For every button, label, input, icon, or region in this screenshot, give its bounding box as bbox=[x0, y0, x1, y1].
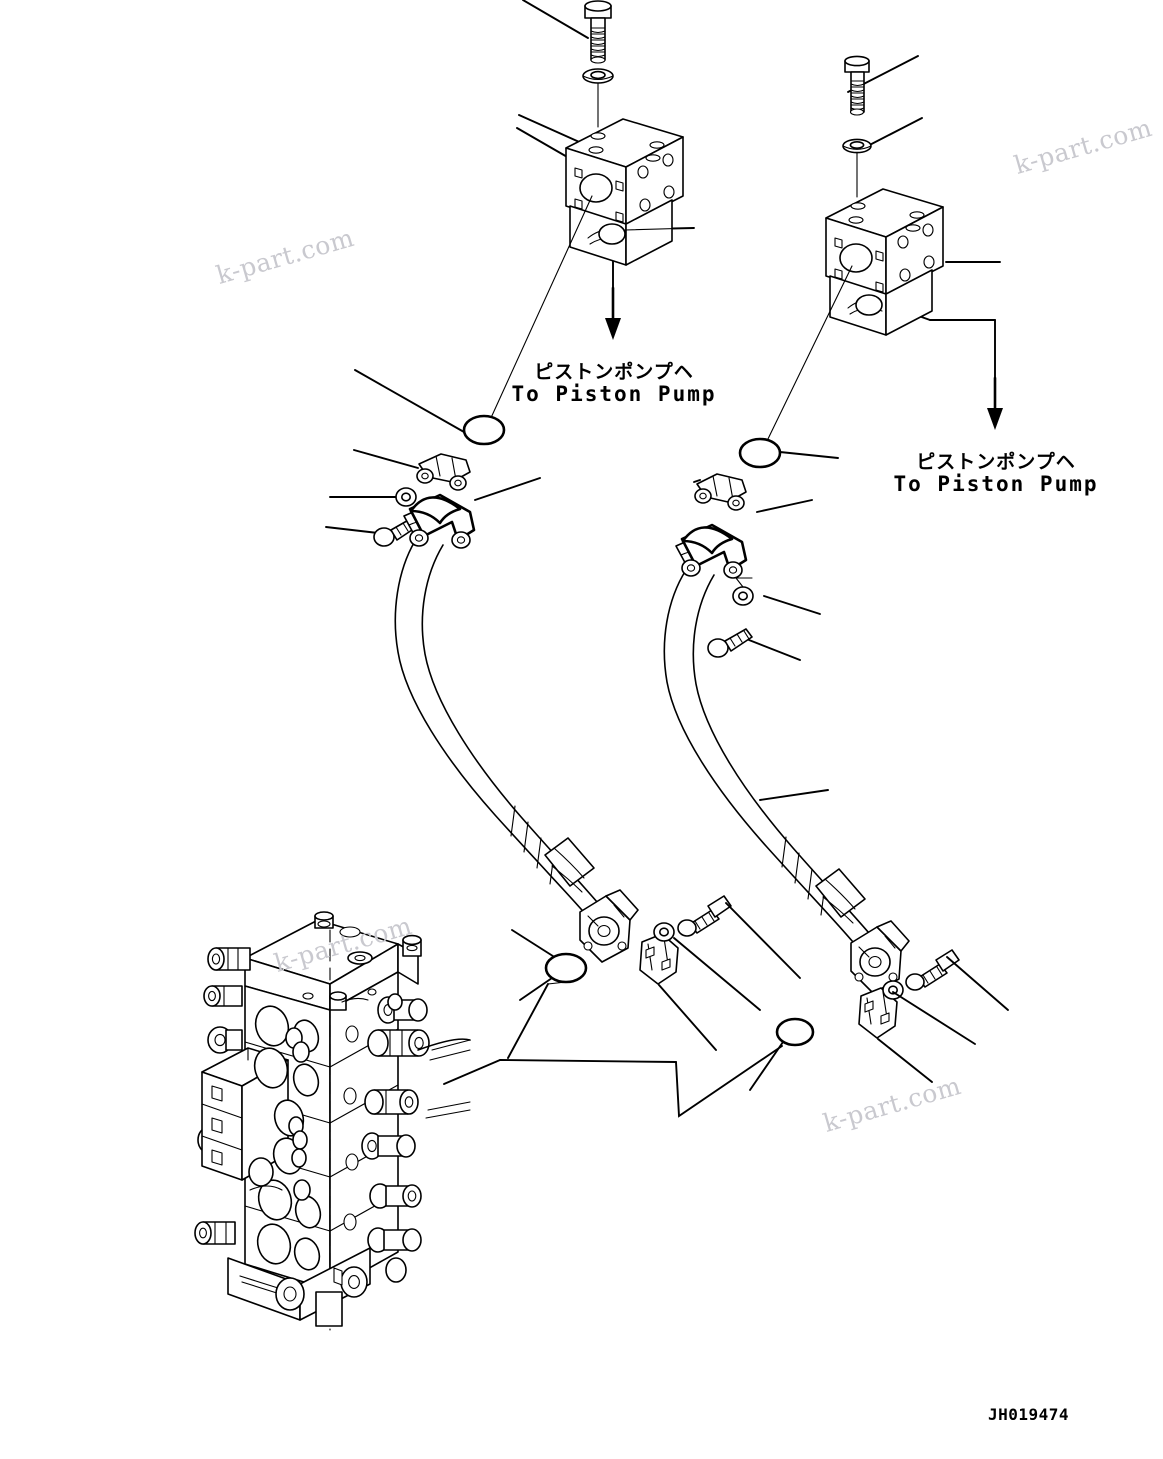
leader-lines-left-hose-top bbox=[325, 449, 541, 534]
hydraulic-hose-left bbox=[394, 493, 613, 921]
oring-mid-right bbox=[738, 437, 839, 469]
drawing-number: JH019474 bbox=[988, 1405, 1070, 1424]
oring-upper-right bbox=[855, 294, 883, 316]
oring-upper-left bbox=[598, 223, 695, 245]
callout-label-jp: ピストンポンプヘ bbox=[534, 361, 694, 383]
leader-valve-connection bbox=[443, 981, 783, 1118]
oring-lower-left bbox=[519, 952, 588, 1001]
valve-block-left bbox=[489, 118, 684, 421]
washer-lower-left bbox=[653, 922, 675, 942]
washer-hose-right bbox=[732, 577, 754, 606]
oring-mid-left bbox=[354, 369, 506, 446]
washer-left bbox=[582, 68, 614, 84]
arrow-to-piston-pump-left bbox=[605, 286, 621, 340]
leader-lines-right-hose-top bbox=[693, 479, 829, 801]
valve-front-ports bbox=[248, 1005, 322, 1271]
callout-to-piston-pump-right: ピストンポンプヘ To Piston Pump bbox=[893, 451, 1099, 497]
bolt-left bbox=[584, 0, 612, 64]
washer-right bbox=[842, 138, 872, 154]
hose-clamp-half-right bbox=[694, 473, 747, 511]
bolt-right bbox=[844, 55, 870, 116]
oring-lower-right bbox=[749, 1017, 815, 1091]
valve-linkage-rods bbox=[417, 1038, 471, 1119]
bolt-lower-left bbox=[677, 895, 732, 937]
hydraulic-hose-right bbox=[663, 523, 884, 951]
callout-label-en: To Piston Pump bbox=[893, 472, 1099, 497]
bolt-lower-right bbox=[905, 949, 960, 991]
control-valve-assembly bbox=[194, 911, 471, 1331]
leader-lines-left-hose-bottom bbox=[511, 902, 801, 1051]
bolt-hose-right bbox=[707, 628, 753, 658]
hose-clamp-half-left bbox=[416, 453, 471, 491]
split-flange-clamp-left bbox=[639, 933, 679, 985]
valve-right-spools bbox=[343, 996, 430, 1253]
leader-lines-right-hose-bottom bbox=[877, 956, 1009, 1083]
hose-end-fitting-left bbox=[579, 889, 639, 963]
callout-label-jp: ピストンポンプヘ bbox=[916, 451, 1076, 473]
callout-label-en: To Piston Pump bbox=[511, 382, 717, 407]
split-flange-clamp-right bbox=[858, 987, 898, 1039]
callout-to-piston-pump-left: ピストンポンプヘ To Piston Pump bbox=[511, 361, 717, 407]
arrow-to-piston-pump-right bbox=[987, 376, 1003, 430]
hose-end-fitting-right bbox=[850, 920, 910, 994]
valve-block-right bbox=[765, 188, 944, 444]
washer-hose-left bbox=[395, 487, 417, 507]
